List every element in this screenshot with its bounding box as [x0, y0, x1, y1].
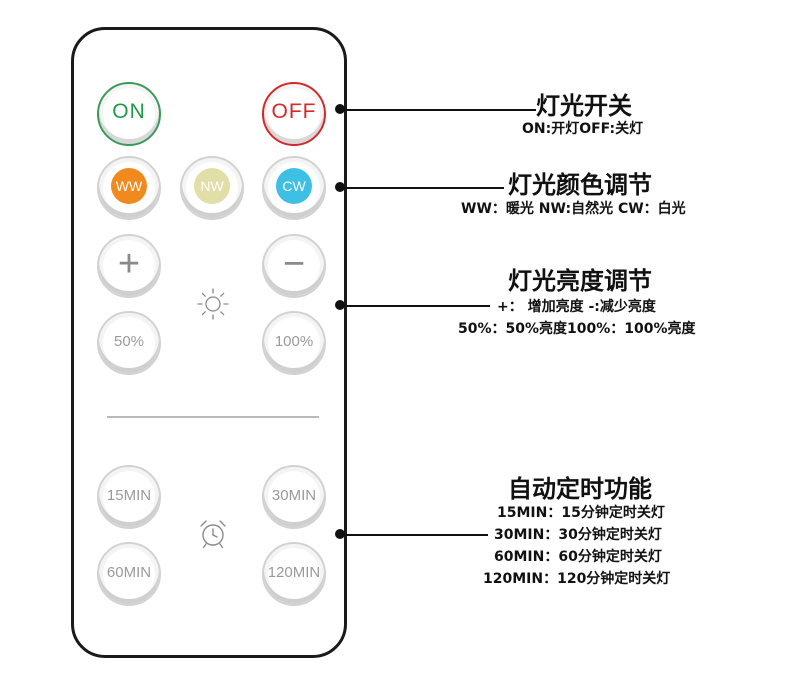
- brightness-annotation-title: 灯光亮度调节: [508, 267, 652, 295]
- timer-60min-button[interactable]: 60MIN: [97, 542, 161, 606]
- brightness-connector-line: [340, 305, 490, 307]
- brightness-annotation-line-2: 50%：50%亮度100%：100%亮度: [458, 321, 696, 337]
- brightness-50-button[interactable]: 50%: [97, 311, 161, 375]
- off-button[interactable]: OFF: [262, 82, 326, 146]
- natural-white-button[interactable]: NW: [180, 156, 244, 220]
- color-connector-line: [340, 187, 504, 189]
- timer-120min-label: 120MIN: [267, 563, 321, 581]
- brightness-up-button[interactable]: +: [97, 234, 161, 298]
- on-button[interactable]: ON: [97, 82, 161, 146]
- off-button-label: OFF: [271, 100, 317, 123]
- brightness-annotation-line-1: +： 增加亮度 -:减少亮度: [497, 299, 656, 315]
- timer-30min-label: 30MIN: [271, 486, 317, 504]
- power-connector-line: [340, 109, 536, 111]
- timer-annotation-title: 自动定时功能: [508, 475, 652, 503]
- sun-icon: [197, 288, 229, 320]
- cool-white-button[interactable]: CW: [262, 156, 326, 220]
- warm-white-button[interactable]: WW: [97, 156, 161, 220]
- brightness-100-button[interactable]: 100%: [262, 311, 326, 375]
- minus-icon: −: [282, 242, 306, 285]
- timer-connector-line: [340, 534, 488, 536]
- timer-15min-label: 15MIN: [106, 486, 152, 504]
- brightness-down-button[interactable]: −: [262, 234, 326, 298]
- brightness-100-label: 100%: [274, 332, 314, 350]
- timer-30min-button[interactable]: 30MIN: [262, 465, 326, 529]
- timer-annotation-line-4: 120MIN：120分钟定时关灯: [483, 571, 671, 587]
- timer-annotation-line-2: 30MIN：30分钟定时关灯: [494, 527, 662, 543]
- cool-white-label: CW: [276, 168, 312, 204]
- timer-15min-button[interactable]: 15MIN: [97, 465, 161, 529]
- color-annotation-title: 灯光颜色调节: [508, 171, 652, 199]
- timer-60min-label: 60MIN: [106, 563, 152, 581]
- color-annotation-line: WW：暖光 NW:自然光 CW：白光: [461, 201, 686, 217]
- timer-120min-button[interactable]: 120MIN: [262, 542, 326, 606]
- warm-white-label: WW: [111, 168, 147, 204]
- plus-icon: +: [117, 242, 141, 285]
- power-annotation-line: ON:开灯OFF:关灯: [522, 121, 644, 137]
- power-annotation-title: 灯光开关: [536, 92, 632, 120]
- alarm-clock-icon: [200, 520, 226, 549]
- natural-white-label: NW: [194, 168, 230, 204]
- brightness-connector-dot: [335, 300, 345, 310]
- divider: [107, 416, 319, 418]
- timer-annotation-line-3: 60MIN：60分钟定时关灯: [494, 549, 662, 565]
- timer-connector-dot: [335, 529, 345, 539]
- brightness-50-label: 50%: [113, 332, 145, 350]
- color-connector-dot: [335, 182, 345, 192]
- power-connector-dot: [335, 104, 345, 114]
- on-button-label: ON: [112, 100, 146, 123]
- timer-annotation-line-1: 15MIN：15分钟定时关灯: [497, 505, 665, 521]
